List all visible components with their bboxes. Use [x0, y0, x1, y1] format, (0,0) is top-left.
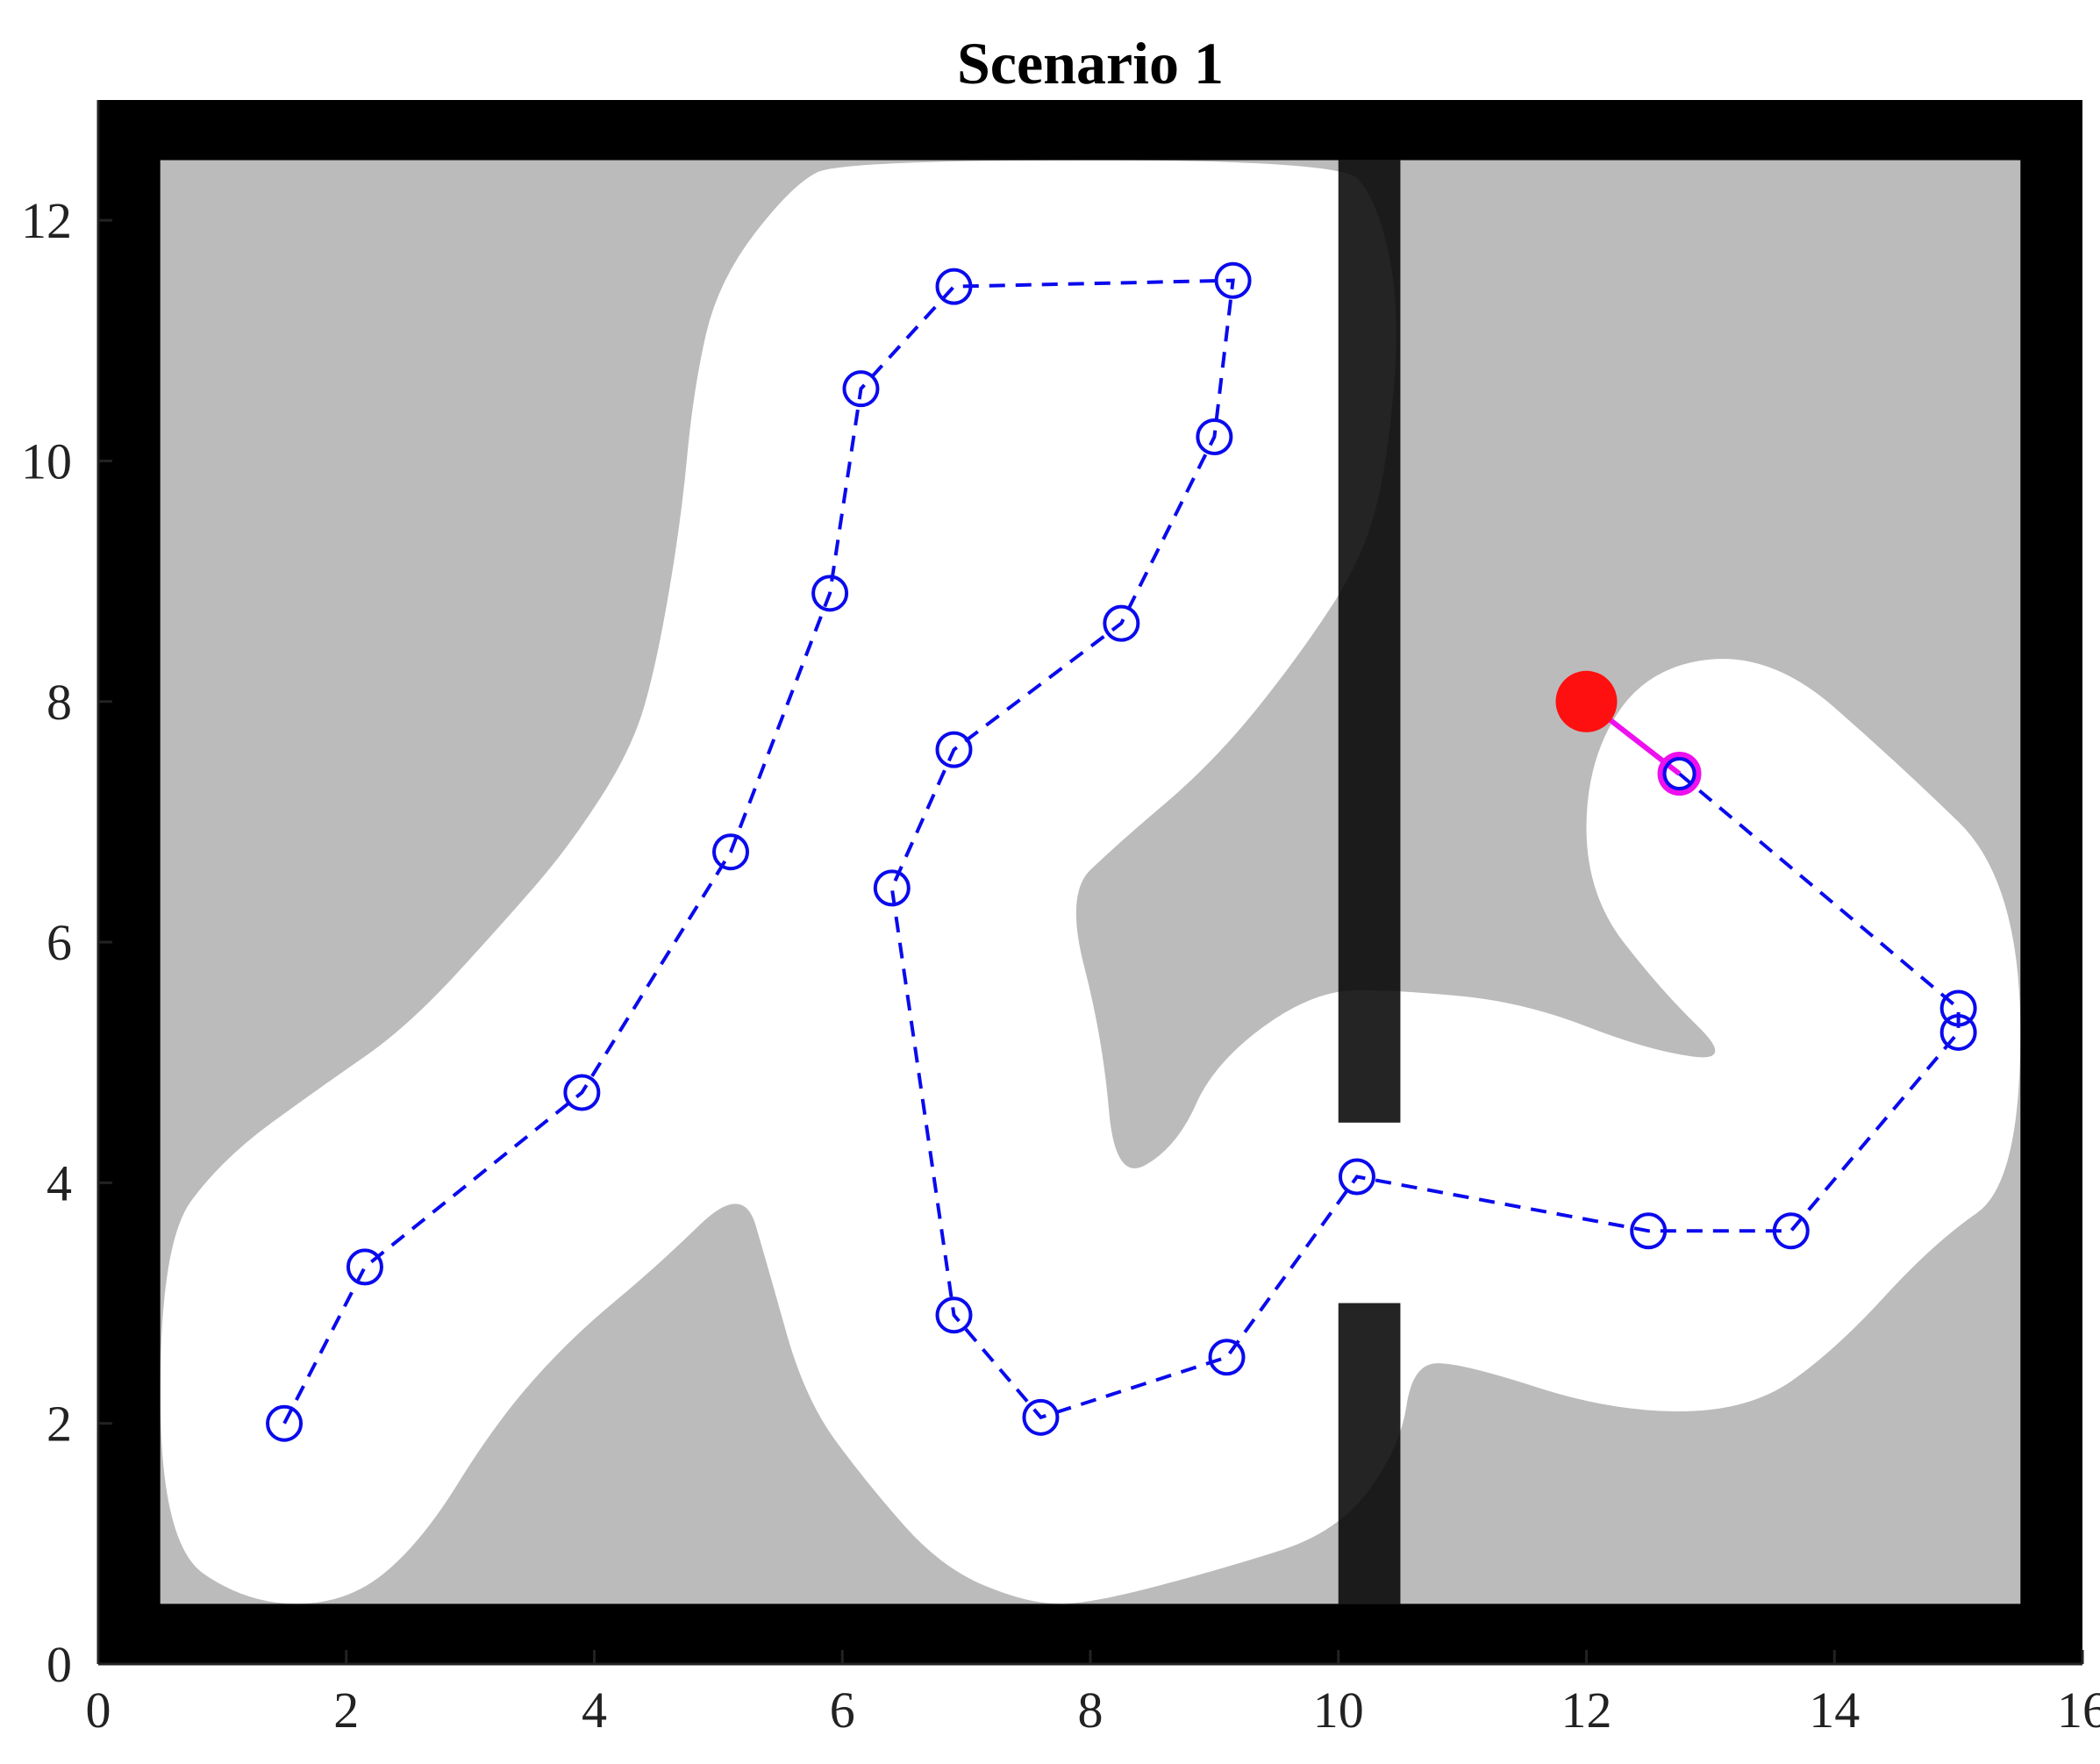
- waypoint-marker: [935, 268, 973, 305]
- waypoint-marker: [935, 731, 973, 768]
- waypoint-marker: [1196, 418, 1233, 456]
- waypoint-marker: [873, 869, 911, 907]
- waypoint-marker: [1772, 1212, 1810, 1250]
- y-tick-label: 8: [46, 674, 72, 731]
- free-space-region: [160, 160, 2021, 1604]
- waypoint-marker: [1103, 604, 1140, 642]
- x-tick-label: 4: [582, 1682, 607, 1739]
- waypoint-marker: [1338, 1158, 1375, 1196]
- current-robot-marker: [1555, 670, 1618, 732]
- axes: 0 2 4 6 8 10 12 14 16 0 2 4 6 8 10 12: [21, 100, 2100, 1739]
- waypoint-marker: [1630, 1212, 1668, 1250]
- waypoint-marker: [1208, 1339, 1246, 1376]
- plot-area: [98, 100, 2082, 1664]
- waypoint-marker: [935, 1296, 973, 1334]
- x-tick-label: 6: [830, 1682, 855, 1739]
- wall-3: [2020, 100, 2082, 1664]
- x-tick-label: 0: [86, 1682, 111, 1739]
- y-tick-label: 4: [46, 1154, 72, 1211]
- y-tick-label: 6: [46, 914, 72, 971]
- wall-4: [1338, 160, 1401, 1123]
- chart-title: Scenario 1: [957, 30, 1224, 96]
- waypoint-marker: [842, 370, 880, 408]
- path-line: [282, 278, 1961, 1425]
- waypoint-marker: [1939, 989, 1977, 1027]
- next-target-inner-marker: [1662, 757, 1696, 791]
- waypoint-marker: [563, 1074, 601, 1111]
- waypoint-marker: [811, 575, 849, 612]
- waypoint-marker: [712, 833, 750, 871]
- waypoint-marker: [346, 1248, 383, 1286]
- wall-2: [98, 100, 161, 1664]
- next-target-marker: [1657, 752, 1702, 796]
- waypoint-marker: [1022, 1398, 1060, 1436]
- y-tick-label: 0: [46, 1636, 72, 1693]
- x-tick-label: 12: [1561, 1682, 1612, 1739]
- wall-1: [98, 100, 2082, 161]
- x-tick-label: 8: [1078, 1682, 1104, 1739]
- y-tick-label: 2: [46, 1396, 72, 1453]
- x-tick-label: 14: [1809, 1682, 1860, 1739]
- y-tick-label: 12: [21, 192, 72, 249]
- chart-marks: [266, 261, 1977, 1442]
- waypoint-marker: [1939, 1013, 1977, 1051]
- waypoint-marker: [266, 1404, 304, 1442]
- wall-5: [1338, 1303, 1401, 1604]
- x-tick-label: 16: [2057, 1682, 2100, 1739]
- x-tick-label: 2: [333, 1682, 359, 1739]
- x-tick-label: 10: [1313, 1682, 1364, 1739]
- waypoint-marker: [1214, 261, 1252, 299]
- y-tick-label: 10: [21, 432, 72, 489]
